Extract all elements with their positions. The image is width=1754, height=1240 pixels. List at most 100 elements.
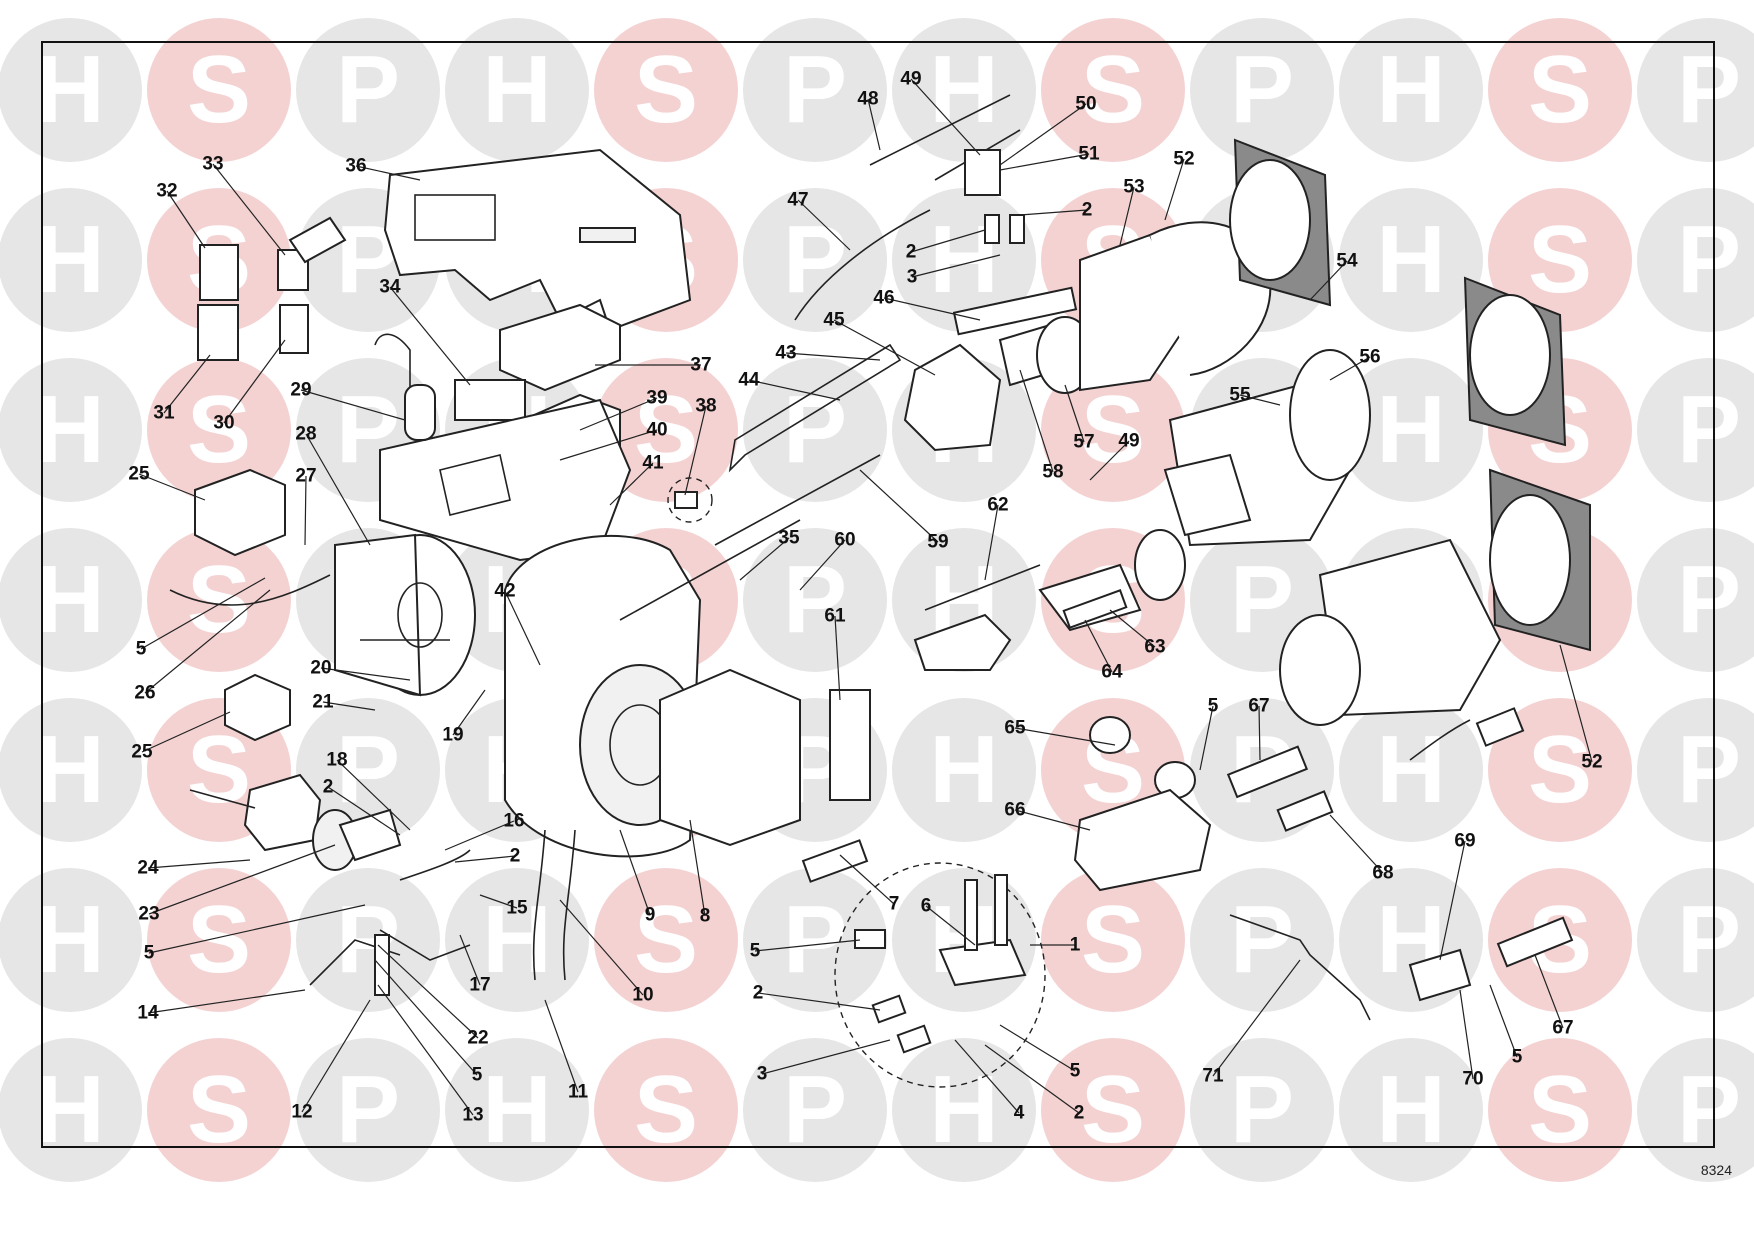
part-number-51[interactable]: 51 [1078, 143, 1100, 165]
part-number-9[interactable]: 9 [644, 904, 656, 926]
part-number-2[interactable]: 2 [322, 776, 334, 798]
part-number-68[interactable]: 68 [1372, 862, 1394, 884]
part-number-69[interactable]: 69 [1454, 830, 1476, 852]
part-number-18[interactable]: 18 [326, 749, 348, 771]
part-number-54[interactable]: 54 [1336, 250, 1358, 272]
part-number-10[interactable]: 10 [632, 984, 654, 1006]
part-number-5[interactable]: 5 [1511, 1046, 1523, 1068]
part-number-59[interactable]: 59 [927, 531, 949, 553]
part-number-6[interactable]: 6 [920, 895, 932, 917]
part-number-35[interactable]: 35 [778, 527, 800, 549]
part-number-37[interactable]: 37 [690, 354, 712, 376]
part-number-17[interactable]: 17 [469, 974, 491, 996]
part-number-40[interactable]: 40 [646, 419, 668, 441]
part-number-65[interactable]: 65 [1004, 717, 1026, 739]
part-number-5[interactable]: 5 [1069, 1060, 1081, 1082]
part-number-52[interactable]: 52 [1581, 751, 1603, 773]
part-number-52[interactable]: 52 [1173, 148, 1195, 170]
leader-line [1559, 644, 1593, 763]
part-number-7[interactable]: 7 [888, 893, 900, 915]
leader-line [1489, 984, 1518, 1058]
leader-line [304, 475, 307, 546]
part-number-45[interactable]: 45 [823, 309, 845, 331]
part-number-15[interactable]: 15 [506, 897, 528, 919]
part-number-39[interactable]: 39 [646, 387, 668, 409]
part-number-29[interactable]: 29 [290, 379, 312, 401]
part-number-2[interactable]: 2 [905, 241, 917, 263]
watermark-letter: S [187, 716, 251, 823]
part-number-57[interactable]: 57 [1073, 431, 1095, 453]
part-number-31[interactable]: 31 [153, 402, 175, 424]
part-number-49[interactable]: 49 [1118, 430, 1140, 452]
part-number-66[interactable]: 66 [1004, 799, 1026, 821]
part-number-5[interactable]: 5 [1207, 695, 1219, 717]
part-number-43[interactable]: 43 [775, 342, 797, 364]
part-number-58[interactable]: 58 [1042, 461, 1064, 483]
part-number-25[interactable]: 25 [131, 741, 153, 763]
part-number-4[interactable]: 4 [1013, 1102, 1025, 1124]
watermark-letter: P [783, 1056, 847, 1163]
part-number-70[interactable]: 70 [1462, 1068, 1484, 1090]
part-number-2[interactable]: 2 [509, 845, 521, 867]
leader-line [954, 1039, 1020, 1114]
part-number-47[interactable]: 47 [787, 189, 809, 211]
part-number-30[interactable]: 30 [213, 412, 235, 434]
part-number-27[interactable]: 27 [295, 465, 317, 487]
part-number-20[interactable]: 20 [310, 657, 332, 679]
part-number-3[interactable]: 3 [906, 266, 918, 288]
part-number-24[interactable]: 24 [137, 857, 159, 879]
part-number-38[interactable]: 38 [695, 395, 717, 417]
part-number-5[interactable]: 5 [749, 940, 761, 962]
part-number-3[interactable]: 3 [756, 1063, 768, 1085]
part-number-2[interactable]: 2 [752, 982, 764, 1004]
part-number-5[interactable]: 5 [135, 638, 147, 660]
part-number-67[interactable]: 67 [1552, 1017, 1574, 1039]
part-number-41[interactable]: 41 [642, 452, 664, 474]
part-number-23[interactable]: 23 [138, 903, 160, 925]
watermark-circle [743, 868, 887, 1012]
part-number-11[interactable]: 11 [567, 1081, 589, 1103]
leader-line [559, 899, 644, 996]
part-number-49[interactable]: 49 [900, 68, 922, 90]
part-number-21[interactable]: 21 [312, 691, 334, 713]
part-number-63[interactable]: 63 [1144, 636, 1166, 658]
part-number-2[interactable]: 2 [1073, 1102, 1085, 1124]
part-number-2[interactable]: 2 [1081, 199, 1093, 221]
part-number-46[interactable]: 46 [873, 287, 895, 309]
part-number-44[interactable]: 44 [738, 369, 760, 391]
part-number-26[interactable]: 26 [134, 682, 156, 704]
part-number-56[interactable]: 56 [1359, 346, 1381, 368]
part-number-50[interactable]: 50 [1075, 93, 1097, 115]
part-number-36[interactable]: 36 [345, 155, 367, 177]
part-number-32[interactable]: 32 [156, 180, 178, 202]
part-number-12[interactable]: 12 [291, 1101, 313, 1123]
part-number-33[interactable]: 33 [202, 153, 224, 175]
part-number-62[interactable]: 62 [987, 494, 1009, 516]
part-number-53[interactable]: 53 [1123, 176, 1145, 198]
part-number-14[interactable]: 14 [137, 1002, 159, 1024]
part-number-61[interactable]: 61 [824, 605, 846, 627]
watermark-circle [147, 868, 291, 1012]
part-number-55[interactable]: 55 [1229, 384, 1251, 406]
part-number-5[interactable]: 5 [143, 942, 155, 964]
part-number-64[interactable]: 64 [1101, 661, 1123, 683]
part-number-5[interactable]: 5 [471, 1064, 483, 1086]
part-number-28[interactable]: 28 [295, 423, 317, 445]
part-number-71[interactable]: 71 [1202, 1065, 1224, 1087]
watermark-circle [1637, 18, 1754, 162]
part-number-67[interactable]: 67 [1248, 695, 1270, 717]
part-number-1[interactable]: 1 [1069, 934, 1081, 956]
part-number-34[interactable]: 34 [379, 276, 401, 298]
part-number-25[interactable]: 25 [128, 463, 150, 485]
part-number-8[interactable]: 8 [699, 905, 711, 927]
part-number-42[interactable]: 42 [494, 580, 516, 602]
part-number-60[interactable]: 60 [834, 529, 856, 551]
part-number-19[interactable]: 19 [442, 724, 464, 746]
part-number-22[interactable]: 22 [467, 1027, 489, 1049]
part-number-16[interactable]: 16 [503, 810, 525, 832]
watermark-circle [1190, 18, 1334, 162]
watermark-letter: S [1528, 206, 1592, 313]
part-number-13[interactable]: 13 [462, 1104, 484, 1126]
part-number-48[interactable]: 48 [857, 88, 879, 110]
watermark-letter: S [634, 376, 698, 483]
